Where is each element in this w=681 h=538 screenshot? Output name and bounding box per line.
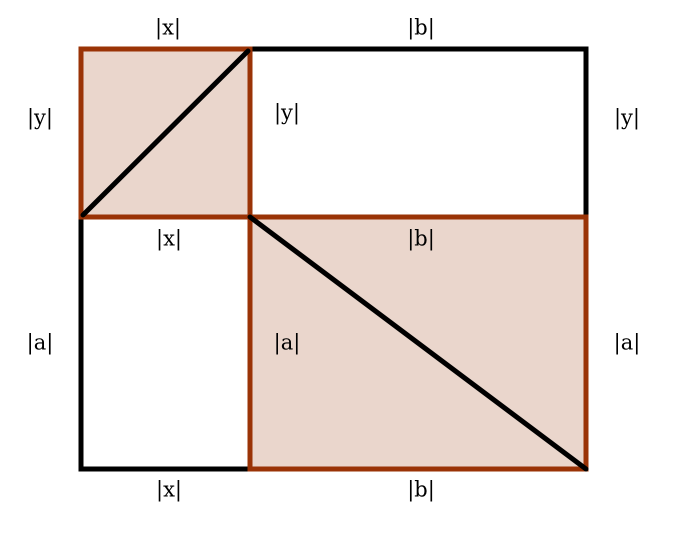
label-bottom-b: |b| — [407, 478, 435, 503]
label-inner-a: |a| — [274, 331, 301, 356]
label-mid-x: |x| — [156, 227, 182, 252]
label-right-y: |y| — [614, 106, 640, 131]
diagonal-large-rectangle — [247, 214, 589, 472]
diagonal-small-square — [80, 48, 251, 218]
label-mid-b: |b| — [407, 227, 435, 252]
label-inner-y: |y| — [274, 101, 300, 126]
label-right-a: |a| — [614, 331, 641, 356]
label-bottom-x: |x| — [156, 478, 182, 503]
label-left-y: |y| — [27, 106, 53, 131]
label-left-a: |a| — [27, 331, 54, 356]
label-top-x: |x| — [155, 16, 181, 41]
label-top-b: |b| — [407, 16, 435, 41]
